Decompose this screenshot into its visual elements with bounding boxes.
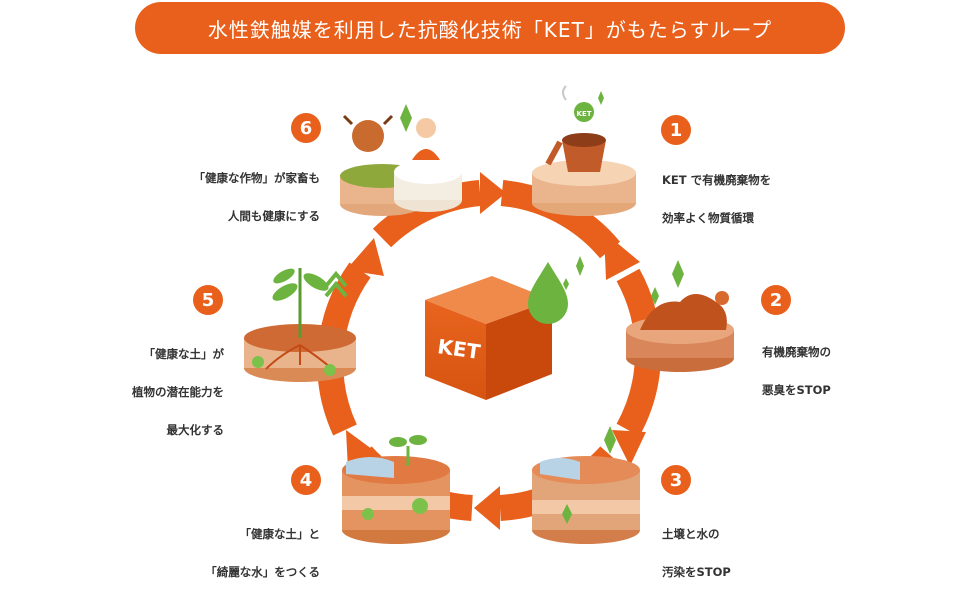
- step1-badge: 1: [661, 115, 691, 145]
- step4-number: 4: [300, 470, 313, 491]
- step1-caption-line2: 効率よく物質循環: [662, 211, 754, 225]
- step4-caption-line1: 「健康な土」と: [239, 527, 321, 541]
- step1-caption: KET で有機廃棄物を 効率よく物質循環: [662, 152, 771, 247]
- cow-icon: [352, 120, 384, 152]
- step2-badge: 2: [761, 285, 791, 315]
- step4-illustration: [342, 435, 450, 544]
- step5-caption-line2: 植物の潜在能力を: [132, 385, 224, 399]
- step3-caption-line1: 土壌と水の: [662, 527, 720, 541]
- water-drop-icon: [528, 262, 568, 324]
- step5-caption: 「健康な土」が 植物の潜在能力を 最大化する: [132, 326, 224, 459]
- ket-loop-diagram: KET KET: [193, 85, 791, 544]
- step6-caption-line1: 「健康な作物」が家畜も: [193, 171, 321, 185]
- person-icon: [416, 118, 436, 138]
- step1-illustration: KET: [532, 85, 636, 216]
- ket-cube: KET: [425, 256, 584, 400]
- step3-caption-line2: 汚染をSTOP: [662, 565, 731, 579]
- ket-badge-icon: KET: [577, 110, 592, 118]
- step1-caption-line1: KET で有機廃棄物を: [662, 173, 772, 187]
- step3-caption: 土壌と水の 汚染をSTOP: [662, 506, 731, 601]
- sparkle-icon: [563, 278, 569, 290]
- arrowhead-right-top: [480, 172, 506, 214]
- arrowhead-left-upper: [346, 238, 384, 276]
- step1-number: 1: [670, 120, 683, 141]
- step4-badge: 4: [291, 465, 321, 495]
- step5-caption-line3: 最大化する: [166, 423, 225, 437]
- step6-badge: 6: [291, 113, 321, 143]
- step3-number: 3: [670, 470, 683, 491]
- step3-illustration: [532, 426, 640, 544]
- step2-number: 2: [770, 290, 783, 311]
- step2-caption: 有機廃棄物の 悪臭をSTOP: [762, 324, 831, 419]
- step5-illustration: [244, 268, 356, 382]
- title-banner: 水性鉄触媒を利用した抗酸化技術「KET」がもたらすループ: [135, 2, 845, 54]
- sparkle-icon: [576, 256, 584, 276]
- step5-badge: 5: [193, 285, 223, 315]
- step4-caption-line2: 「綺麗な水」をつくる: [205, 565, 320, 579]
- arrowhead-right-upper: [604, 232, 640, 280]
- step2-caption-line2: 悪臭をSTOP: [762, 383, 831, 397]
- page-title: 水性鉄触媒を利用した抗酸化技術「KET」がもたらすループ: [207, 17, 773, 42]
- loop-arrowheads: [346, 172, 646, 530]
- arrowhead-right-lower: [612, 430, 646, 466]
- step6-number: 6: [300, 118, 313, 139]
- step2-illustration: [626, 260, 734, 372]
- arrowhead-bottom: [474, 486, 500, 530]
- step6-caption-line2: 人間も健康にする: [227, 209, 320, 223]
- step5-number: 5: [202, 290, 215, 311]
- step3-badge: 3: [661, 465, 691, 495]
- step6-illustration: [340, 104, 462, 216]
- cube-label: KET: [436, 334, 482, 364]
- step4-caption: 「健康な土」と 「綺麗な水」をつくる: [205, 506, 320, 601]
- step5-caption-line1: 「健康な土」が: [143, 347, 225, 361]
- step2-caption-line1: 有機廃棄物の: [762, 345, 831, 359]
- step6-caption: 「健康な作物」が家畜も 人間も健康にする: [194, 150, 321, 245]
